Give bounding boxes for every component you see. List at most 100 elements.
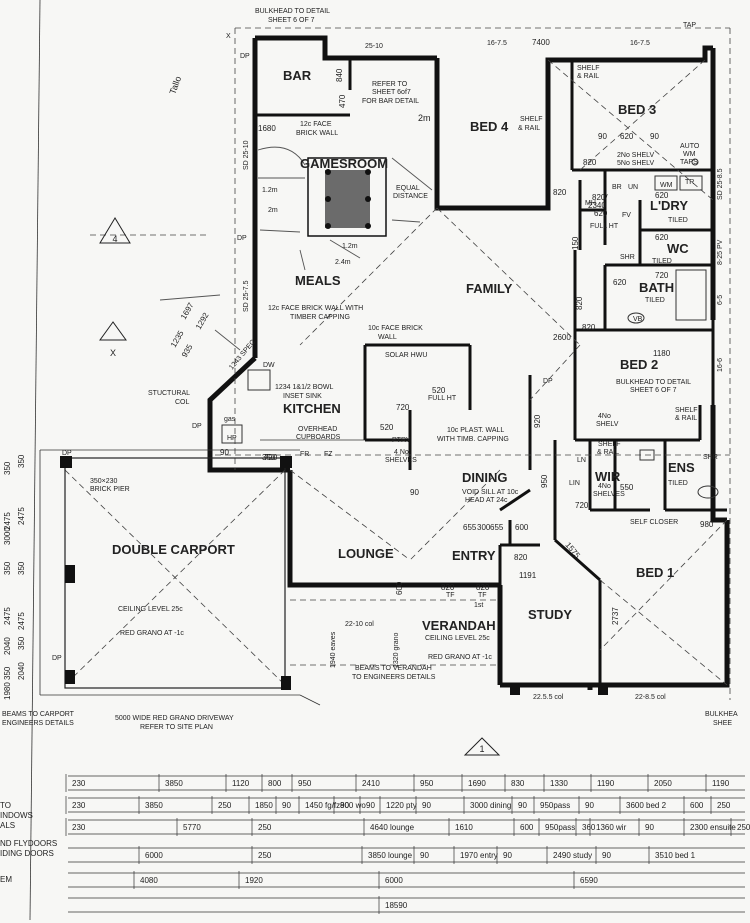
- note: 10c PLAST. WALL: [447, 427, 504, 434]
- note: HEAD AT 24c: [465, 497, 508, 504]
- note: TIMBER CAPPING: [290, 314, 350, 321]
- note: 5No SHELV: [617, 160, 655, 167]
- room-family: FAMILY: [466, 281, 513, 296]
- note: CEILING LEVEL 25c: [425, 635, 490, 642]
- schedule-value: 90: [422, 801, 431, 810]
- schedule-value: 250: [258, 851, 272, 860]
- note: CUPBOARDS: [296, 434, 341, 441]
- schedule-value: 600: [690, 801, 704, 810]
- note: SHELVES: [385, 457, 417, 464]
- schedule-value: 1120: [232, 779, 250, 788]
- marker-4-label: 4: [112, 234, 117, 244]
- schedule-value: 6000: [385, 876, 403, 885]
- note: & RAIL: [518, 125, 540, 132]
- schedule-value: 1970 entry: [460, 851, 498, 860]
- schedule-value: 1220 pty: [386, 801, 417, 810]
- note: TILED: [668, 480, 688, 487]
- dimension-label: 620: [655, 233, 669, 242]
- note: & RAIL: [675, 415, 697, 422]
- room-study: STUDY: [528, 607, 572, 622]
- schedule-value: 1450 fg/fz90: [305, 801, 350, 810]
- schedule-value: 3000 dining: [470, 801, 511, 810]
- dimension-label: 620: [613, 278, 627, 287]
- note: SHEE: [713, 720, 732, 727]
- note: 12c FACE BRICK WALL WITH: [268, 305, 363, 312]
- note: 1.2m: [342, 243, 358, 250]
- note: DW: [263, 362, 275, 369]
- note: DP: [543, 378, 553, 385]
- dimension-label: 720: [655, 271, 669, 280]
- x-marker-label: X: [110, 348, 116, 358]
- room-entry: ENTRY: [452, 548, 496, 563]
- note: STUCTURAL: [148, 390, 190, 397]
- note: REFER TO SITE PLAN: [140, 724, 213, 731]
- schedule-value: 90: [585, 801, 594, 810]
- schedule-value: 4640 lounge: [370, 823, 415, 832]
- note: 1st: [474, 602, 483, 609]
- room-double-carport: DOUBLE CARPORT: [112, 542, 235, 557]
- schedule-value: 1330: [550, 779, 568, 788]
- room-labels: BAR GAMESROOM MEALS KITCHEN BED 4 BED 3 …: [112, 68, 695, 633]
- note: X: [226, 33, 231, 40]
- dimension-label: 600: [395, 581, 404, 595]
- dimension-label: 2475: [17, 612, 26, 630]
- schedule-value: 4080: [140, 876, 158, 885]
- schedule-row-label: IDING DOORS: [0, 849, 54, 858]
- schedule-value: 3850 lounge: [368, 851, 413, 860]
- schedule-value: 90: [602, 851, 611, 860]
- note: FV: [622, 212, 631, 219]
- note: VOID SILL AT 10c: [462, 489, 519, 496]
- note: TILED: [668, 217, 688, 224]
- dimension-label: 820: [476, 583, 490, 592]
- note: ENGINEERS DETAILS: [2, 720, 74, 727]
- schedule-row-label: ALS: [0, 821, 15, 830]
- dimension-label: 820: [553, 188, 567, 197]
- dimension-label: 350: [17, 636, 26, 650]
- note: BEAMS TO CARPORT: [2, 711, 75, 718]
- note: 4 No: [394, 449, 409, 456]
- note: FZ: [324, 451, 333, 458]
- room-meals: MEALS: [295, 273, 341, 288]
- note: WITH TIMB. CAPPING: [437, 436, 509, 443]
- note: SD 25-8.5: [717, 168, 724, 200]
- note: 8-25 PV: [717, 239, 724, 265]
- note: DISTANCE: [393, 193, 428, 200]
- dimension-label: 720: [396, 403, 410, 412]
- schedule-value: 950pass: [540, 801, 570, 810]
- note: EQUAL: [396, 185, 420, 192]
- note: FULL HT: [428, 395, 457, 402]
- dimension-label: 820: [514, 553, 528, 562]
- note: RED GRANO AT -1c: [428, 654, 492, 661]
- note: DP: [192, 423, 202, 430]
- dimension-label: 950: [540, 474, 549, 488]
- schedule-value: 2410: [362, 779, 380, 788]
- note: DP: [237, 235, 247, 242]
- note: 22-10 col: [345, 621, 374, 628]
- note: LN: [577, 457, 586, 464]
- room-bed3: BED 3: [618, 102, 656, 117]
- note: BRICK PIER: [90, 486, 130, 493]
- schedule-value: 1920: [245, 876, 263, 885]
- note: SHELF: [598, 441, 621, 448]
- room-bath: BATH: [639, 280, 674, 295]
- schedule-value: 1690: [468, 779, 486, 788]
- dimension-label: 620: [620, 132, 634, 141]
- dimension-label: 655: [463, 523, 477, 532]
- note: 2m: [268, 207, 278, 214]
- dimension-label: 720: [575, 501, 589, 510]
- note: DP: [62, 450, 72, 457]
- dimension-label: 655: [490, 523, 504, 532]
- interior-walls: [255, 58, 727, 685]
- dimension-label: 90: [650, 132, 659, 141]
- note: FR: [300, 451, 309, 458]
- schedule-value: 950: [420, 779, 434, 788]
- schedule-value: 230: [72, 823, 86, 832]
- fixtures: [221, 158, 719, 499]
- note: OVERHEAD: [298, 426, 337, 433]
- room-gamesroom: GAMESROOM: [300, 156, 388, 171]
- dimension-label: 2340: [588, 201, 606, 210]
- room-wc: WC: [667, 241, 689, 256]
- side-dimension-label: 2040: [3, 637, 12, 655]
- schedule-value: 600: [520, 823, 534, 832]
